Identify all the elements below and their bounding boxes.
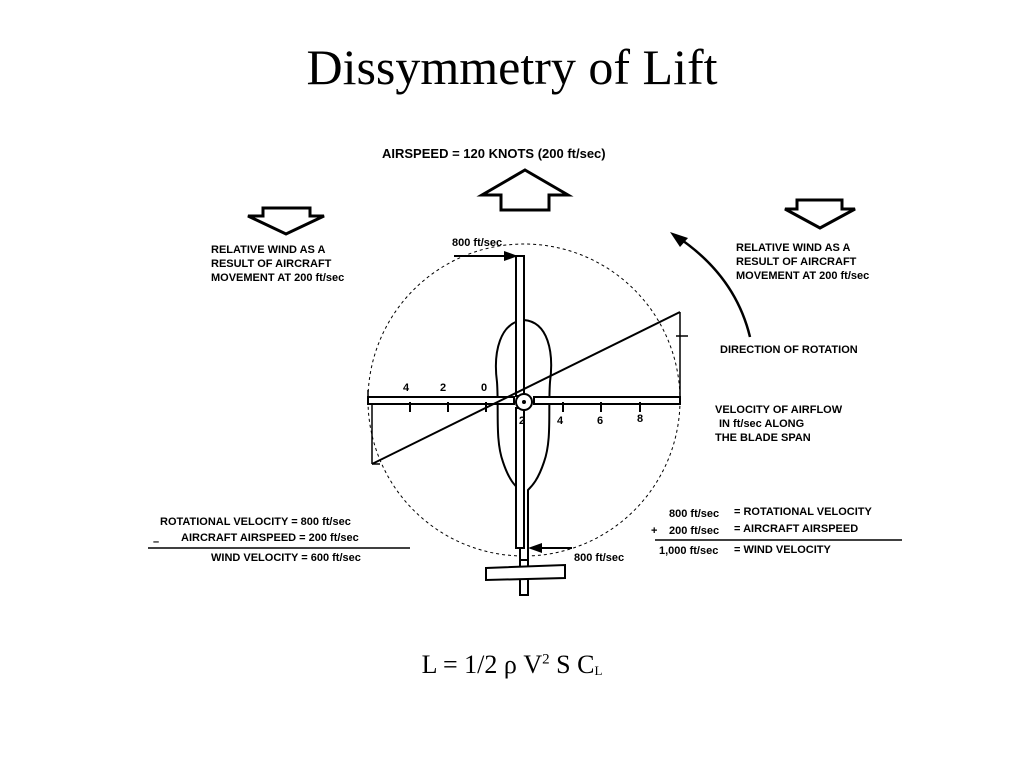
velocity-label-line2: IN ft/sec ALONG	[719, 418, 804, 430]
right-calc-text2: = AIRCRAFT AIRSPEED	[734, 523, 858, 535]
tip-speed-bottom-label: 800 ft/sec	[574, 552, 624, 564]
right-calc-value2: 200 ft/sec	[669, 525, 719, 537]
blade-aft	[515, 407, 525, 549]
formula-s: S	[556, 650, 571, 679]
velocity-distribution-line	[371, 311, 681, 465]
right-calc-value1: 800 ft/sec	[669, 508, 719, 520]
right-calc-value3: 1,000 ft/sec	[659, 545, 718, 557]
velocity-label-line1: VELOCITY OF AIRFLOW	[715, 404, 843, 416]
velocity-label-line3: THE BLADE SPAN	[715, 432, 811, 444]
scale-left-label-2: 2	[440, 382, 446, 394]
right-calc-text1: = ROTATIONAL VELOCITY	[734, 506, 872, 518]
formula-c: C	[577, 650, 595, 679]
relative-wind-right-line3: MOVEMENT AT 200 ft/sec	[736, 270, 869, 282]
formula-v: V	[523, 650, 543, 679]
relative-wind-left-line2: RESULT OF AIRCRAFT	[211, 258, 332, 270]
tip-speed-bottom-arrow-icon	[528, 543, 542, 553]
tip-speed-top-arrow-icon	[504, 251, 518, 261]
relative-wind-left-line1: RELATIVE WIND AS A	[211, 244, 326, 256]
scale-right-label-8: 8	[637, 413, 643, 425]
lift-formula: L = 1/2 ρ V2 S CL	[0, 650, 1024, 680]
scale-right-label-2: 2	[519, 415, 525, 427]
scale-right-label-6: 6	[597, 415, 603, 427]
blade-left	[367, 396, 515, 405]
relative-wind-right-arrow-icon	[784, 198, 856, 230]
formula-rho: ρ	[503, 650, 517, 679]
tail-stabilizer	[485, 563, 566, 582]
tip-speed-top-label: 800 ft/sec	[452, 237, 502, 249]
scale-ticks	[409, 402, 641, 412]
direction-of-rotation-label: DIRECTION OF ROTATION	[720, 344, 858, 356]
scale-right-label-4: 4	[557, 415, 564, 427]
blade-forward	[515, 255, 525, 397]
relative-wind-right-line2: RESULT OF AIRCRAFT	[736, 256, 857, 268]
formula-exponent: 2	[542, 651, 550, 668]
airspeed-arrow-icon	[476, 168, 574, 212]
left-calc-operator: –	[153, 536, 159, 548]
blade-right	[533, 396, 681, 405]
left-calc-line1: ROTATIONAL VELOCITY = 800 ft/sec	[160, 516, 351, 528]
left-calc-line2: AIRCRAFT AIRSPEED = 200 ft/sec	[181, 532, 359, 544]
formula-coefficient: 1/2	[464, 650, 498, 679]
scale-left-label-4: 4	[403, 382, 410, 394]
airspeed-label: AIRSPEED = 120 KNOTS (200 ft/sec)	[382, 146, 606, 161]
relative-wind-right-line1: RELATIVE WIND AS A	[736, 242, 851, 254]
page-title: Dissymmetry of Lift	[306, 39, 718, 95]
relative-wind-left-arrow-icon	[247, 206, 325, 236]
formula-subscript: L	[594, 663, 603, 678]
right-calc-operator: +	[651, 525, 657, 537]
formula-lhs: L =	[421, 650, 458, 679]
scale-left-label-0: 0	[481, 382, 487, 394]
left-calc-line3: WIND VELOCITY = 600 ft/sec	[211, 552, 361, 564]
right-calc-text3: = WIND VELOCITY	[734, 544, 832, 556]
relative-wind-left-line3: MOVEMENT AT 200 ft/sec	[211, 272, 344, 284]
rotation-arrow-icon	[675, 234, 752, 338]
